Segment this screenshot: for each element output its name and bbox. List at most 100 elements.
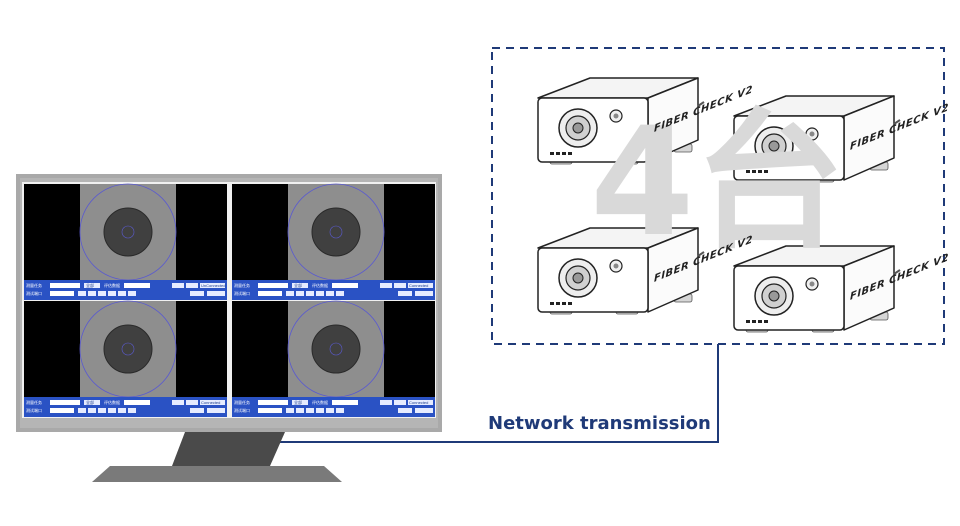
toolbar-small-button [296,408,304,413]
toolbar-small-button [286,291,294,296]
screen-panels [24,183,435,417]
task-input [50,400,80,405]
status-box [200,283,225,288]
toolbar-small-button [316,408,324,413]
all-button [292,400,308,405]
device-count-watermark: 4台 [590,96,845,270]
fiber-core-marker [121,225,135,239]
toolbar-button [415,291,433,296]
all-button [84,400,100,405]
eval-input [332,400,358,405]
toolbar-small-button [118,408,126,413]
panel-button-eval: 评估数据 [312,400,328,405]
indicator-light [550,152,554,155]
panel-button-all: 全部 [294,283,302,288]
status-box [408,283,433,288]
panel-button-all: 全部 [86,283,94,288]
toolbar-button [186,283,198,288]
indicator-light [752,320,756,323]
toolbar-button [172,400,184,405]
toolbar-small-button [336,291,344,296]
indicator-light [556,152,560,155]
indicator-light [746,170,750,173]
device-unit-1 [537,77,705,165]
network-link-line [274,344,719,443]
toolbar-button [398,291,412,296]
toolbar-button [186,400,198,405]
panel-button-eval: 评估数据 [104,400,120,405]
network-transmission-label: Network transmission [488,413,711,434]
eval-input [124,283,150,288]
toolbar-small-button [118,291,126,296]
device-knob-center [613,263,619,269]
indicator-light [758,320,762,323]
device-unit-2 [733,95,901,183]
toolbar-small-button [326,408,334,413]
panel-button-all: 全部 [86,400,94,405]
all-button [84,283,100,288]
toolbar-small-button [78,408,86,413]
panel-field-port: 测试端口 [234,408,250,413]
task-input [258,283,288,288]
toolbar-button [207,408,225,413]
panel-field-task: 测量任务 [234,400,250,405]
status-box [408,400,433,405]
fiber-core [103,324,153,374]
status-box [200,400,225,405]
toolbar-small-button [336,408,344,413]
toolbar-small-button [78,291,86,296]
toolbar-button [380,283,392,288]
screen-panel-1 [24,183,227,300]
device-cable [893,269,901,275]
fiber-core-marker [329,225,343,239]
toolbar-small-button [108,408,116,413]
task-input [258,400,288,405]
device-knob-center [809,281,815,287]
eval-input [332,283,358,288]
indicator-light [550,302,554,305]
panel-field-port: 测试端口 [26,291,42,296]
indicator-light [562,152,566,155]
toolbar-small-button [88,408,96,413]
toolbar-button [207,291,225,296]
toolbar-small-button [98,408,106,413]
toolbar-small-button [306,291,314,296]
toolbar-small-button [128,291,136,296]
lens-center [768,140,780,152]
indicator-light [562,302,566,305]
port-input [258,408,282,413]
device-units [537,77,901,333]
port-input [50,408,74,413]
device-unit-3 [537,227,705,315]
toolbar-button [380,400,392,405]
indicator-light [568,302,572,305]
screen-panel-3 [24,300,227,417]
fiber-core-marker [329,342,343,356]
device-cable [697,101,705,107]
toolbar-small-button [88,291,96,296]
panel-field-task: 测量任务 [26,283,42,288]
indicator-light [556,302,560,305]
toolbar-button [398,408,412,413]
panel-status: Connected [201,400,221,405]
fiber-core-marker [121,342,135,356]
toolbar-button [190,291,204,296]
panel-button-eval: 评估数据 [104,283,120,288]
lens-center [768,290,780,302]
monitor-stand-base [92,466,342,482]
device-cable [697,251,705,257]
toolbar-small-button [326,291,334,296]
toolbar-button [172,283,184,288]
toolbar-small-button [296,291,304,296]
toolbar-small-button [108,291,116,296]
device-knob-center [809,131,815,137]
toolbar-small-button [286,408,294,413]
panel-field-task: 测量任务 [234,283,250,288]
indicator-light [568,152,572,155]
panel-button-eval: 评估数据 [312,283,328,288]
device-knob-center [613,113,619,119]
eval-input [124,400,150,405]
screen-panel-4 [232,300,435,417]
